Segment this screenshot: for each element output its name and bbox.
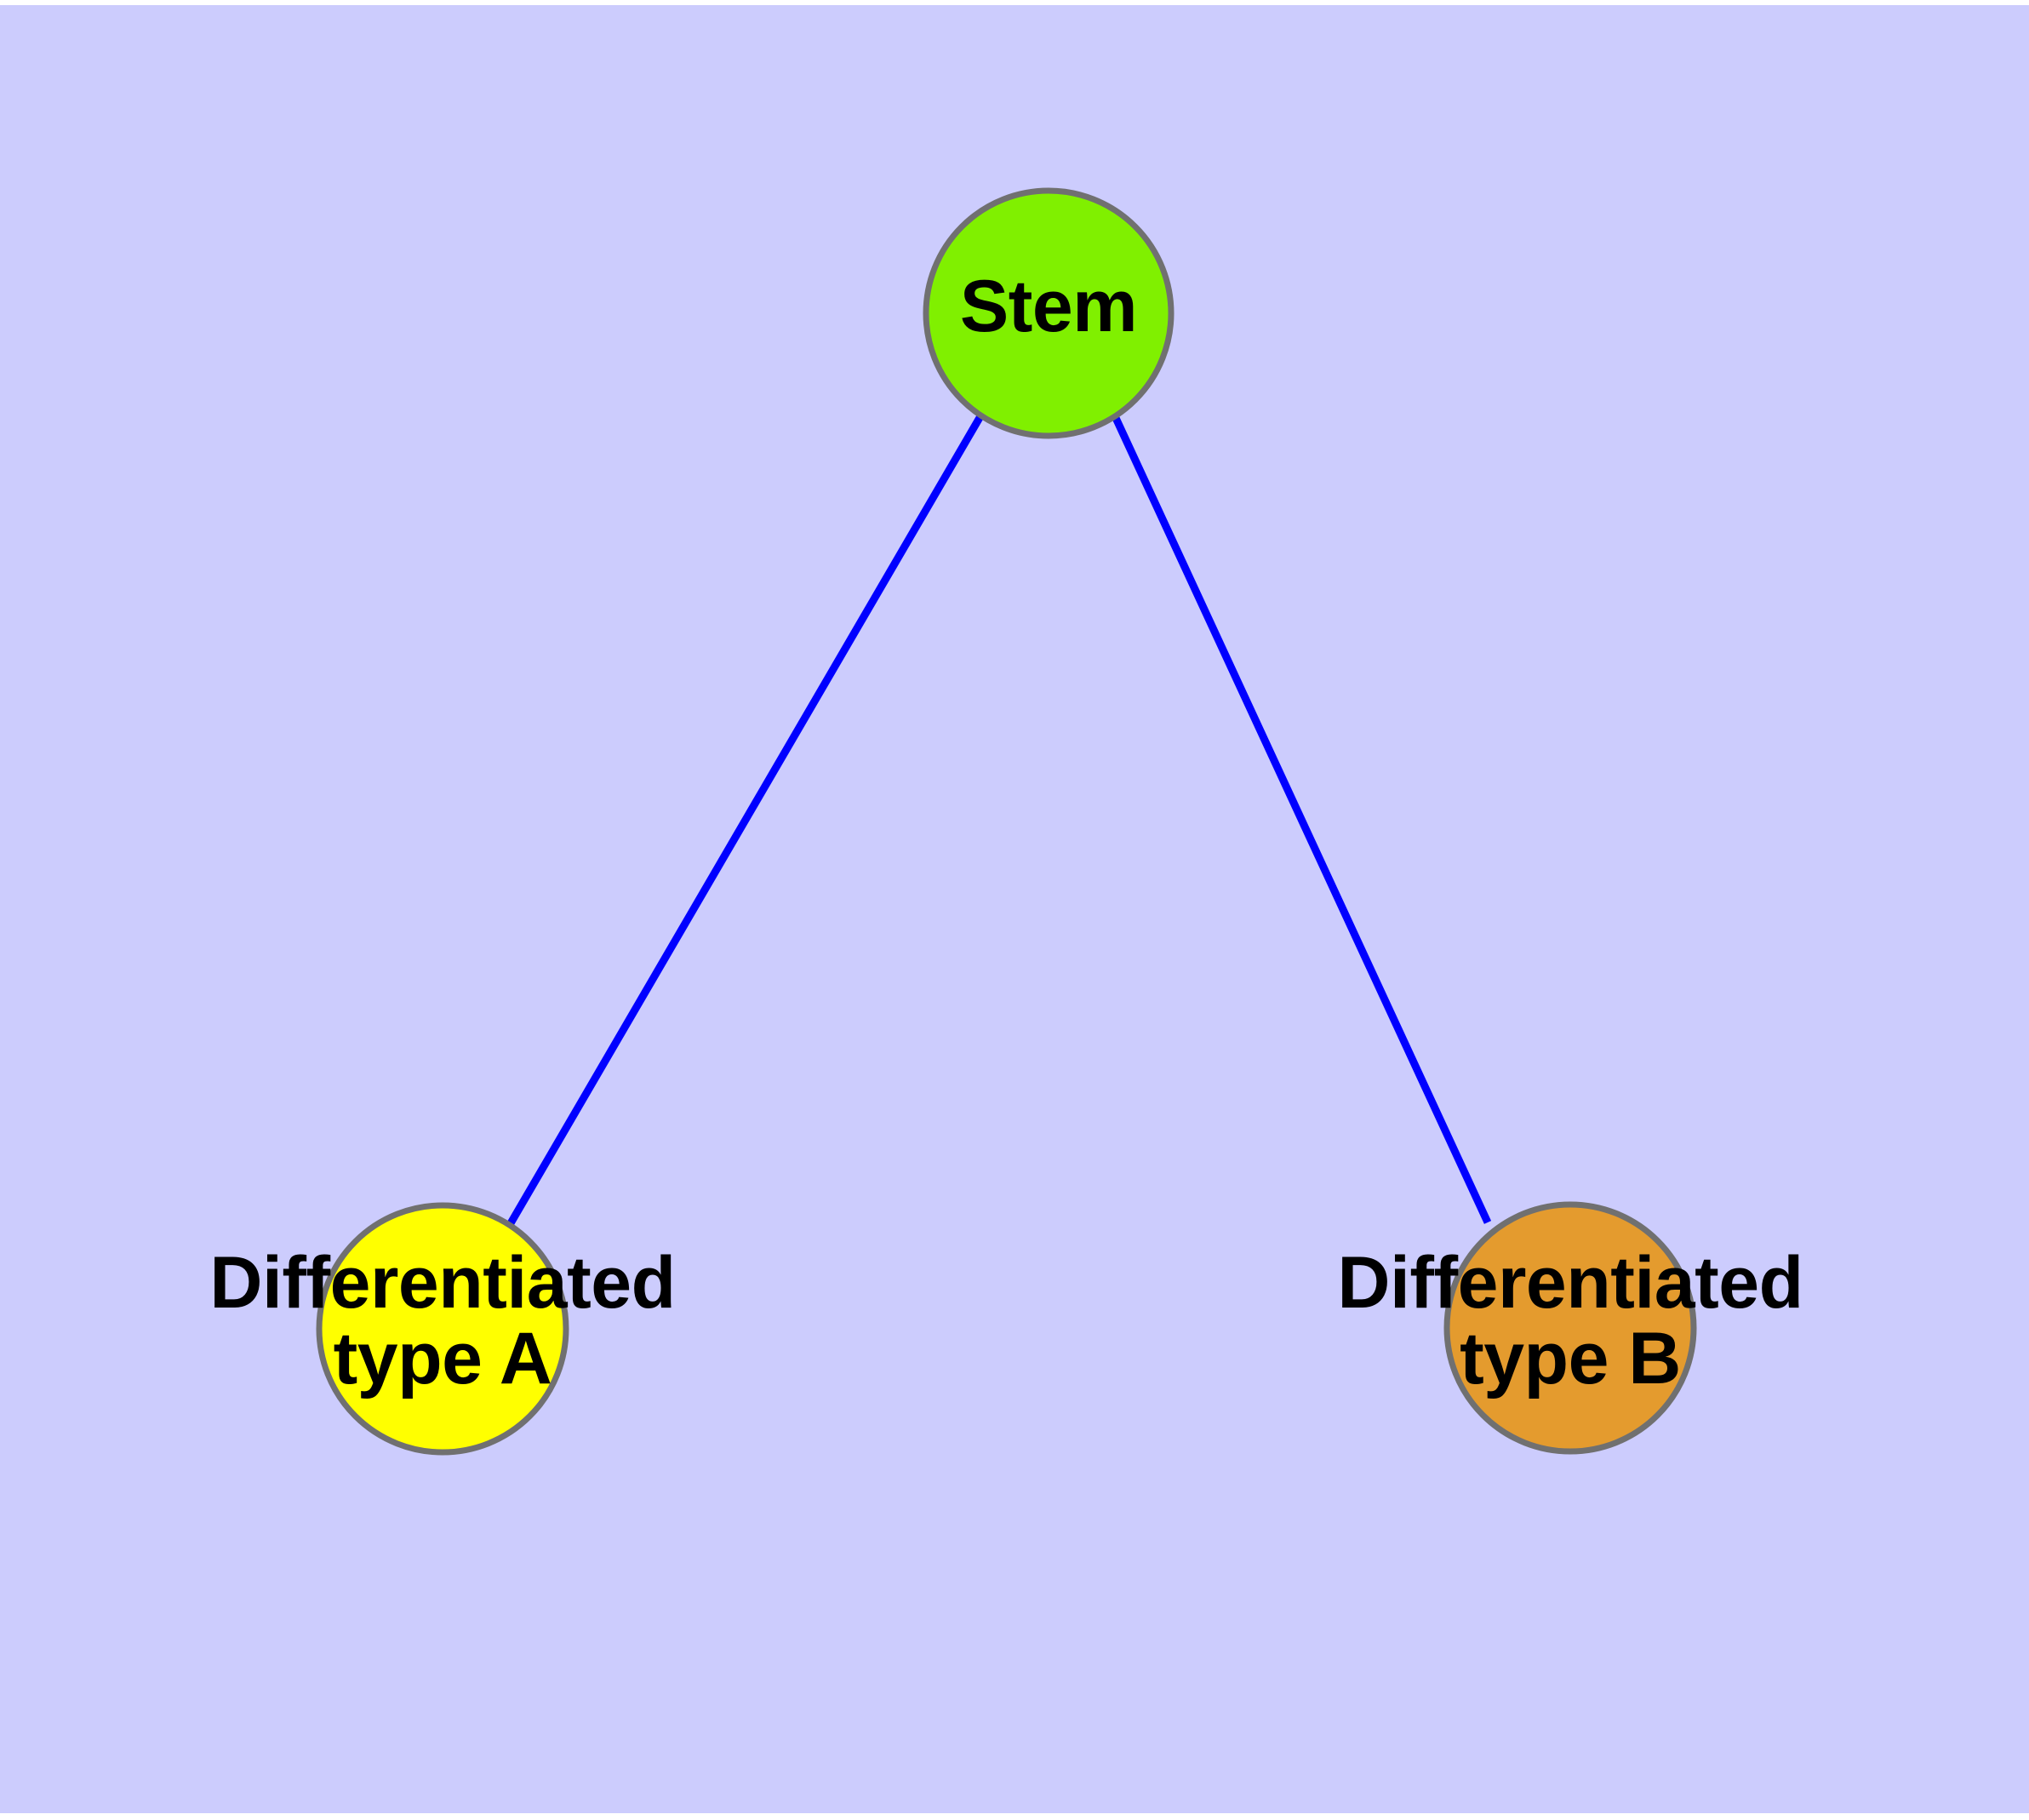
node-differentiated-type-a[interactable]: [316, 1202, 569, 1456]
node-differentiated-type-b[interactable]: [1443, 1201, 1697, 1455]
edge-stem-to-differentiated-a: [507, 414, 984, 1226]
edge-stem-to-differentiated-b: [1112, 416, 1492, 1224]
node-layer: [316, 187, 1697, 1456]
edge-layer: [507, 414, 1492, 1226]
node-stem[interactable]: [923, 187, 1175, 439]
